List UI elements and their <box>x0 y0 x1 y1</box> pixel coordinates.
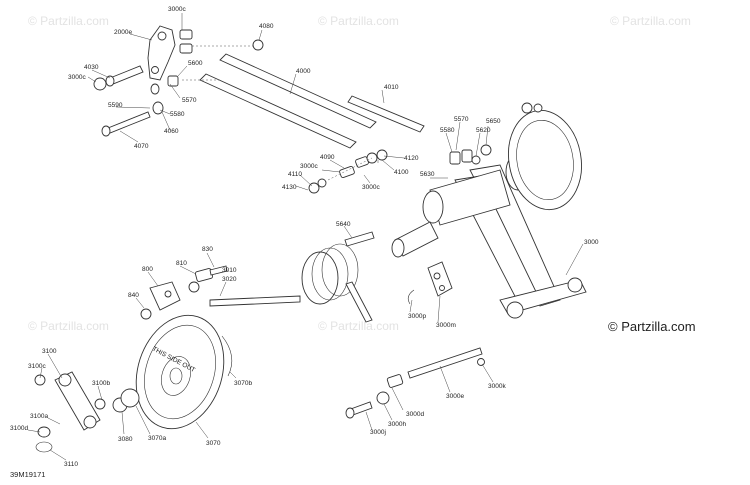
watermark: © Partzilla.com <box>28 319 109 333</box>
callout-labels: 3000c 2000e 4080 4030 5600 3000c 4000 55… <box>10 6 599 468</box>
swing-arm-frame <box>391 102 587 319</box>
watermark: © Partzilla.com <box>318 14 399 28</box>
watermark: © Partzilla.com <box>28 14 109 28</box>
callout-3000e: 3000e <box>446 393 464 400</box>
watermark: © Partzilla.com <box>610 14 691 28</box>
callout-4010: 4010 <box>384 84 399 91</box>
callout-4030: 4030 <box>84 64 99 71</box>
callout-4000: 4000 <box>296 68 311 75</box>
bracket-assembly <box>140 265 228 320</box>
callout-4130: 4130 <box>282 184 297 191</box>
callout-4100: 4100 <box>394 169 409 176</box>
lower-arm-assembly <box>34 371 140 453</box>
callout-3000: 3000 <box>584 239 599 246</box>
callout-2000e: 2000e <box>114 29 132 36</box>
bolt <box>344 231 375 247</box>
callout-810: 810 <box>176 260 187 267</box>
lower-shaft-assembly <box>345 347 485 419</box>
brand-label: © Partzilla.com <box>608 319 696 334</box>
callout-3000k: 3000k <box>488 383 506 390</box>
callout-3100d: 3100d <box>10 425 28 432</box>
callout-4120: 4120 <box>404 155 419 162</box>
callout-3000c: 3000c <box>362 184 380 191</box>
callout-3100: 3100 <box>42 348 57 355</box>
leader-lines <box>27 13 584 461</box>
callout-830: 830 <box>202 246 213 253</box>
callout-4080: 4080 <box>259 23 274 30</box>
callout-3000c: 3000c <box>300 163 318 170</box>
callout-3100b: 3100b <box>92 380 110 387</box>
callout-800: 800 <box>142 266 153 273</box>
callout-3100a: 3100a <box>30 413 48 420</box>
callout-4110: 4110 <box>288 171 302 178</box>
callout-5650: 5650 <box>486 118 501 125</box>
watermarks: © Partzilla.com © Partzilla.com © Partzi… <box>28 14 691 333</box>
callout-5600: 5600 <box>188 60 203 67</box>
callout-3070a: 3070a <box>148 435 166 442</box>
callout-3070b: 3070b <box>234 380 252 387</box>
watermark: © Partzilla.com <box>318 319 399 333</box>
callout-3010: 3010 <box>222 267 237 274</box>
callout-3000m: 3000m <box>436 322 456 329</box>
callout-3000j: 3000j <box>370 429 386 436</box>
callout-3020: 3020 <box>222 276 237 283</box>
callout-5570: 5570 <box>454 116 469 123</box>
callout-5570: 5570 <box>182 97 197 104</box>
callout-5620: 5620 <box>476 127 491 134</box>
upper-arm-assembly <box>93 25 425 149</box>
callout-4060: 4060 <box>164 128 179 135</box>
callout-3000h: 3000h <box>388 421 406 428</box>
callout-3000c: 3000c <box>168 6 186 13</box>
callout-3110: 3110 <box>64 461 78 468</box>
callout-4090: 4090 <box>320 154 335 161</box>
callout-3100c: 3100c <box>28 363 46 370</box>
callout-5640: 5640 <box>336 221 351 228</box>
callout-3080: 3080 <box>118 436 133 443</box>
callout-3070: 3070 <box>206 440 221 447</box>
callout-5580: 5580 <box>440 127 455 134</box>
callout-3000d: 3000d <box>406 411 424 418</box>
callout-3000c: 3000c <box>68 74 86 81</box>
idler-wheel: THIS SIDE OUT <box>135 314 233 430</box>
callout-5630: 5630 <box>420 171 435 178</box>
callout-4070: 4070 <box>134 143 149 150</box>
callout-840: 840 <box>128 292 139 299</box>
torsion-spring <box>209 243 373 323</box>
diagram-code: 39M19171 <box>10 470 45 479</box>
callout-5580: 5580 <box>170 111 185 118</box>
callout-5590: 5590 <box>108 102 123 109</box>
callout-3000p: 3000p <box>408 313 426 320</box>
